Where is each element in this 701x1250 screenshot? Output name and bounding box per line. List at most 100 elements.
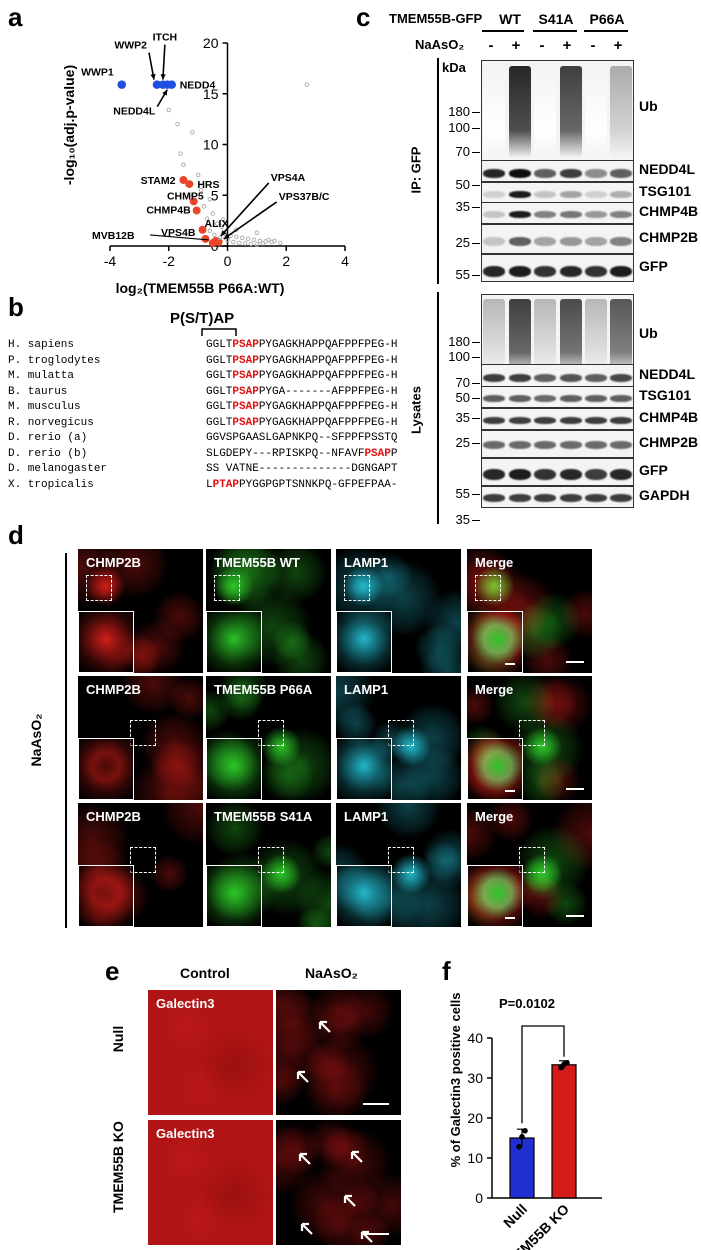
ip-blot — [481, 182, 634, 204]
blot-label: CHMP4B — [639, 203, 699, 219]
micro-panel-title: Merge — [475, 555, 514, 570]
sequence-pre: GGLT — [206, 370, 233, 382]
blue-point — [167, 80, 176, 89]
blot-label: Ub — [639, 325, 658, 342]
galectin-image — [276, 1120, 401, 1245]
galectin-image — [276, 990, 401, 1115]
arrow-icon — [296, 1070, 309, 1083]
ip-blot — [481, 160, 634, 182]
zoom-box — [388, 720, 414, 746]
micro-panel: CHMP2B — [78, 676, 203, 800]
micro-panel-title: CHMP2B — [86, 809, 141, 824]
blot-smear — [560, 66, 582, 158]
grey-point — [207, 228, 213, 234]
treatment-mark: - — [488, 37, 494, 54]
point-label: STAM2 — [141, 175, 176, 187]
zoom-inset — [336, 611, 392, 673]
blot-band — [534, 494, 556, 502]
micro-panel: TMEM55B S41A — [206, 803, 331, 927]
volcano-y-label: -log₁₀(adj.p-value) — [61, 65, 77, 185]
mw-tick — [472, 357, 480, 359]
zoom-inset — [467, 865, 523, 927]
sequence-motif: PSAP — [364, 447, 391, 460]
blot-band — [585, 211, 607, 218]
grey-point — [242, 241, 248, 246]
construct-label: TMEM55B-GFP — [389, 11, 483, 26]
blot-band — [560, 494, 582, 502]
mw-tick — [472, 494, 480, 496]
motif-bracket — [201, 328, 237, 336]
blot-band — [509, 395, 531, 402]
x-tick-label: -4 — [104, 253, 117, 269]
sequence-motif: PTAP — [212, 478, 240, 491]
zoom-inset — [206, 738, 262, 800]
zoom-box — [258, 720, 284, 746]
mw-tick — [472, 443, 480, 445]
y-tick-label: 20 — [203, 35, 219, 51]
blot-band — [560, 417, 582, 424]
row-label-ko: TMEM55B KO — [110, 1121, 126, 1213]
blot-band — [560, 441, 582, 449]
point-label: ALIX — [205, 218, 229, 230]
point-label: ITCH — [153, 32, 178, 44]
label-arrow — [162, 44, 166, 80]
zoom-inset — [78, 738, 134, 800]
scale-bar — [566, 661, 584, 663]
blot-smear — [560, 299, 582, 375]
grey-point — [251, 237, 257, 243]
naaso2-side-label: NaAsO₂ — [28, 713, 44, 767]
ip-blot — [481, 202, 634, 224]
lysate-label: Lysates — [408, 386, 424, 434]
zoom-inset — [336, 865, 392, 927]
inset-scale-bar — [505, 790, 515, 792]
micro-panel-title: Merge — [475, 809, 514, 824]
sequence-post: P — [390, 447, 398, 460]
x-tick-label: 2 — [282, 253, 290, 269]
zoom-inset — [206, 611, 262, 673]
micro-panel: Merge — [467, 676, 592, 800]
red-point — [189, 197, 198, 206]
micro-panel: CHMP2B — [78, 803, 203, 927]
blot-band — [534, 417, 556, 424]
grey-point — [220, 217, 226, 222]
sequence-pre: GGLT — [206, 354, 233, 367]
species-name: P. troglodytes — [8, 354, 101, 367]
blot-label: CHMP4B — [639, 409, 699, 425]
grey-point — [217, 235, 223, 241]
mw-marker: 55 — [455, 267, 470, 282]
sequence-post: PYGAGKHAPPQAFPPFPEG-H — [258, 401, 398, 413]
grey-point — [219, 224, 224, 229]
grey-point — [236, 240, 242, 246]
blot-label: GFP — [639, 462, 668, 478]
inset-scale-bar — [505, 663, 515, 665]
micro-panel-title: TMEM55B S41A — [214, 809, 313, 824]
galectin-panel: Control NaAsO₂ Null TMEM55B KO Galectin3… — [0, 955, 420, 1250]
lysate-blot — [481, 408, 634, 430]
micro-panel: LAMP1 — [336, 676, 461, 800]
species-name: D. rerio (b) — [8, 447, 88, 460]
mw-tick — [472, 383, 480, 385]
col-header-naaso2: NaAsO₂ — [305, 965, 358, 981]
mw-tick — [472, 342, 480, 344]
blot-band — [560, 469, 582, 480]
zoom-box — [519, 847, 545, 873]
blot-band — [509, 441, 531, 449]
mw-marker: 180 — [448, 104, 470, 119]
bar — [509, 1137, 535, 1199]
grey-point — [189, 130, 195, 135]
lysate-blot — [481, 364, 634, 388]
red-point — [185, 180, 194, 189]
sequence-post: PYGGPGPTSNNKPQ-GFPEFPAA- — [239, 478, 398, 491]
mw-marker: 35 — [455, 410, 470, 425]
blot-band — [610, 191, 632, 198]
species-name: R. norvegicus — [8, 416, 94, 429]
sequence-pre: L — [206, 478, 213, 491]
scale-bar — [363, 1233, 389, 1235]
sequence-pre: GGLT — [206, 416, 233, 429]
arrow-head — [223, 233, 230, 239]
zoom-box — [388, 847, 414, 873]
red-point — [198, 225, 207, 234]
